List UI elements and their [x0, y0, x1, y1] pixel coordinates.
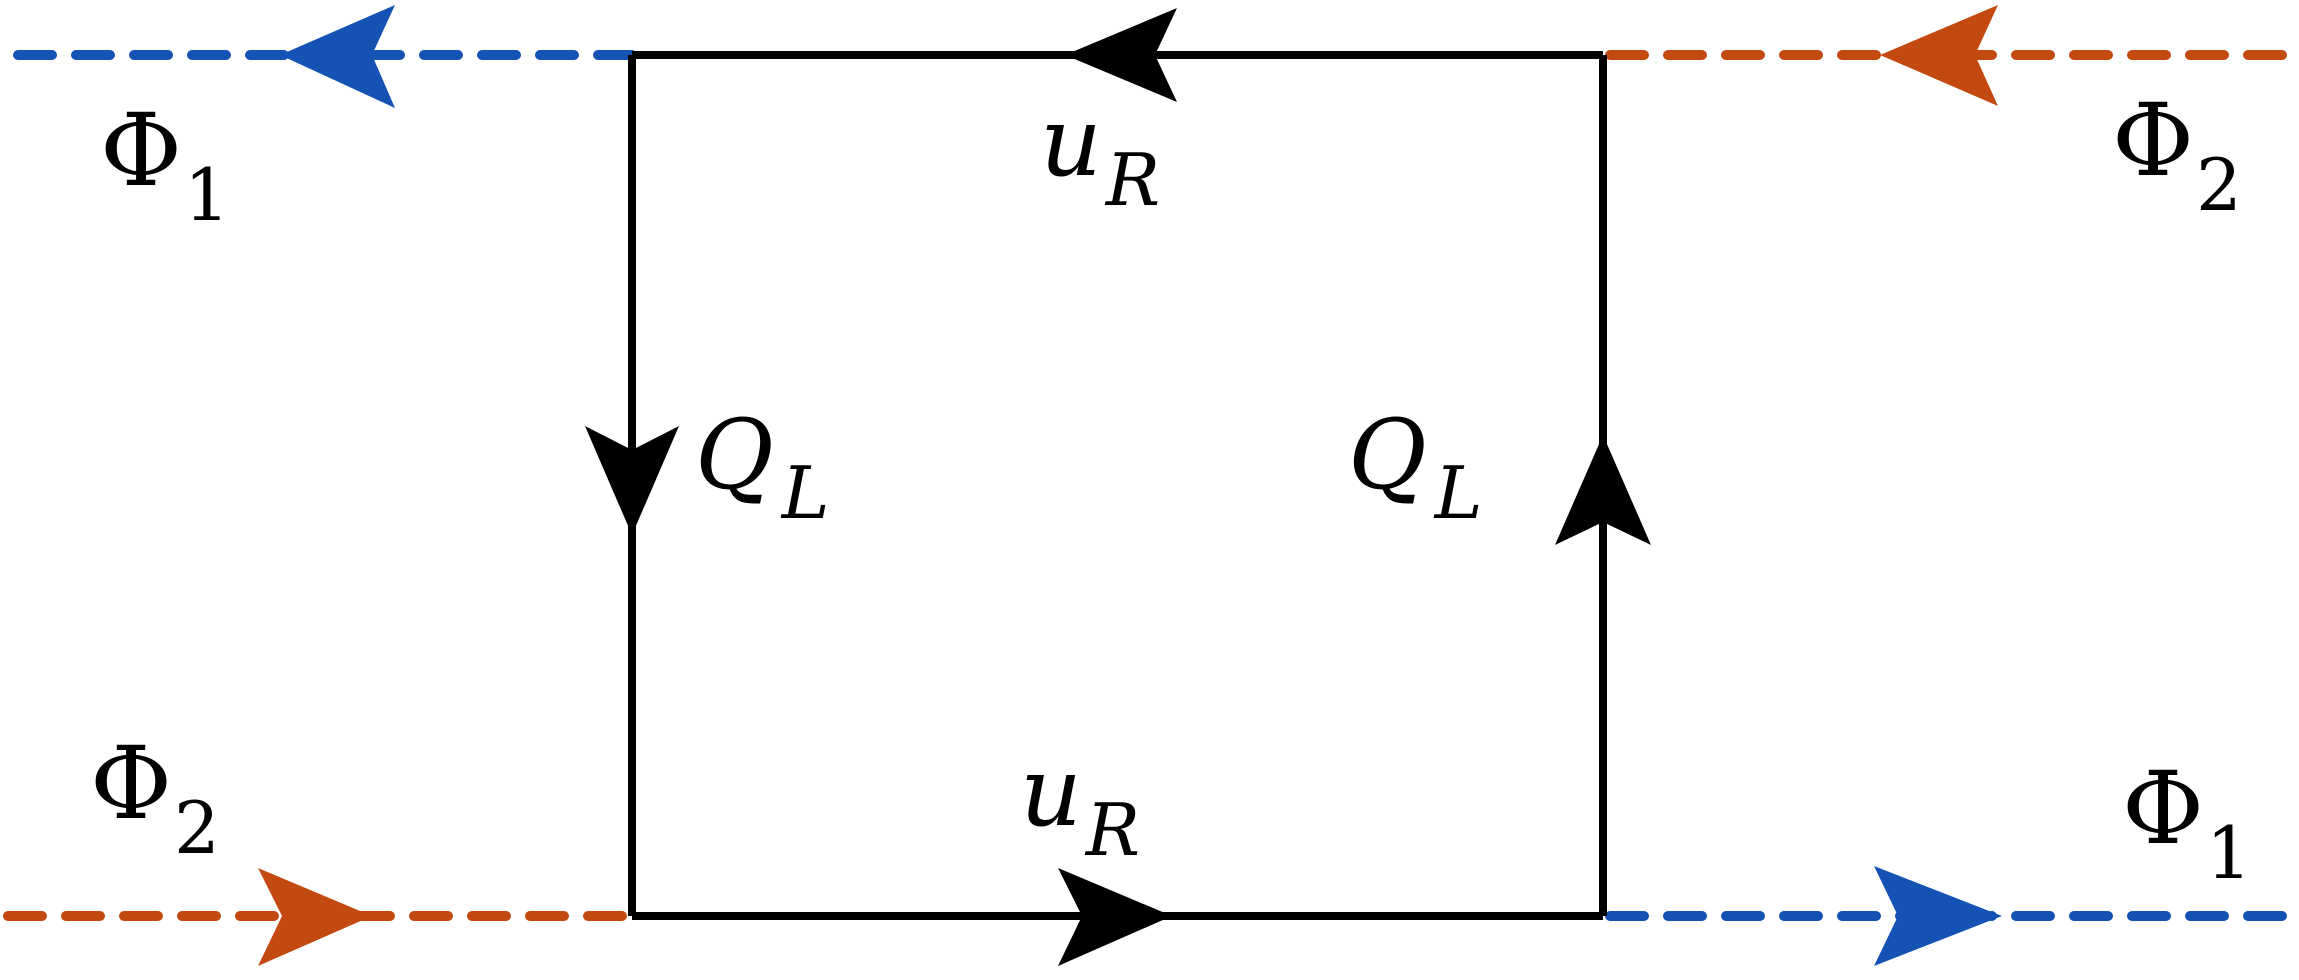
phi2-top-right-label: Φ2 — [2112, 82, 2242, 227]
ur-bottom-label: uR — [1020, 736, 1140, 872]
arrow-right-icon — [1058, 868, 1172, 966]
svg-text:Φ2: Φ2 — [90, 725, 220, 870]
svg-text:Φ2: Φ2 — [2112, 82, 2242, 227]
svg-text:uR: uR — [1020, 736, 1140, 872]
svg-text:Φ1: Φ1 — [2122, 750, 2252, 895]
svg-text:QL: QL — [1348, 399, 1483, 535]
ur-top-label: uR — [1040, 86, 1160, 222]
phi1-bottom-right-label: Φ1 — [2122, 750, 2252, 895]
phi1-top-left-label: Φ1 — [100, 92, 230, 237]
svg-text:QL: QL — [695, 399, 830, 535]
arrow-down-icon — [585, 426, 679, 535]
svg-text:uR: uR — [1040, 86, 1160, 222]
arrow-left-icon — [280, 5, 395, 108]
phi2-bottom-left-label: Φ2 — [90, 725, 220, 870]
arrow-right-icon — [1874, 866, 2002, 966]
arrow-left-icon — [1065, 8, 1177, 102]
arrow-right-icon — [258, 868, 372, 966]
svg-text:Φ1: Φ1 — [100, 92, 230, 237]
arrow-left-icon — [1880, 5, 1998, 106]
arrow-up-icon — [1555, 435, 1651, 545]
